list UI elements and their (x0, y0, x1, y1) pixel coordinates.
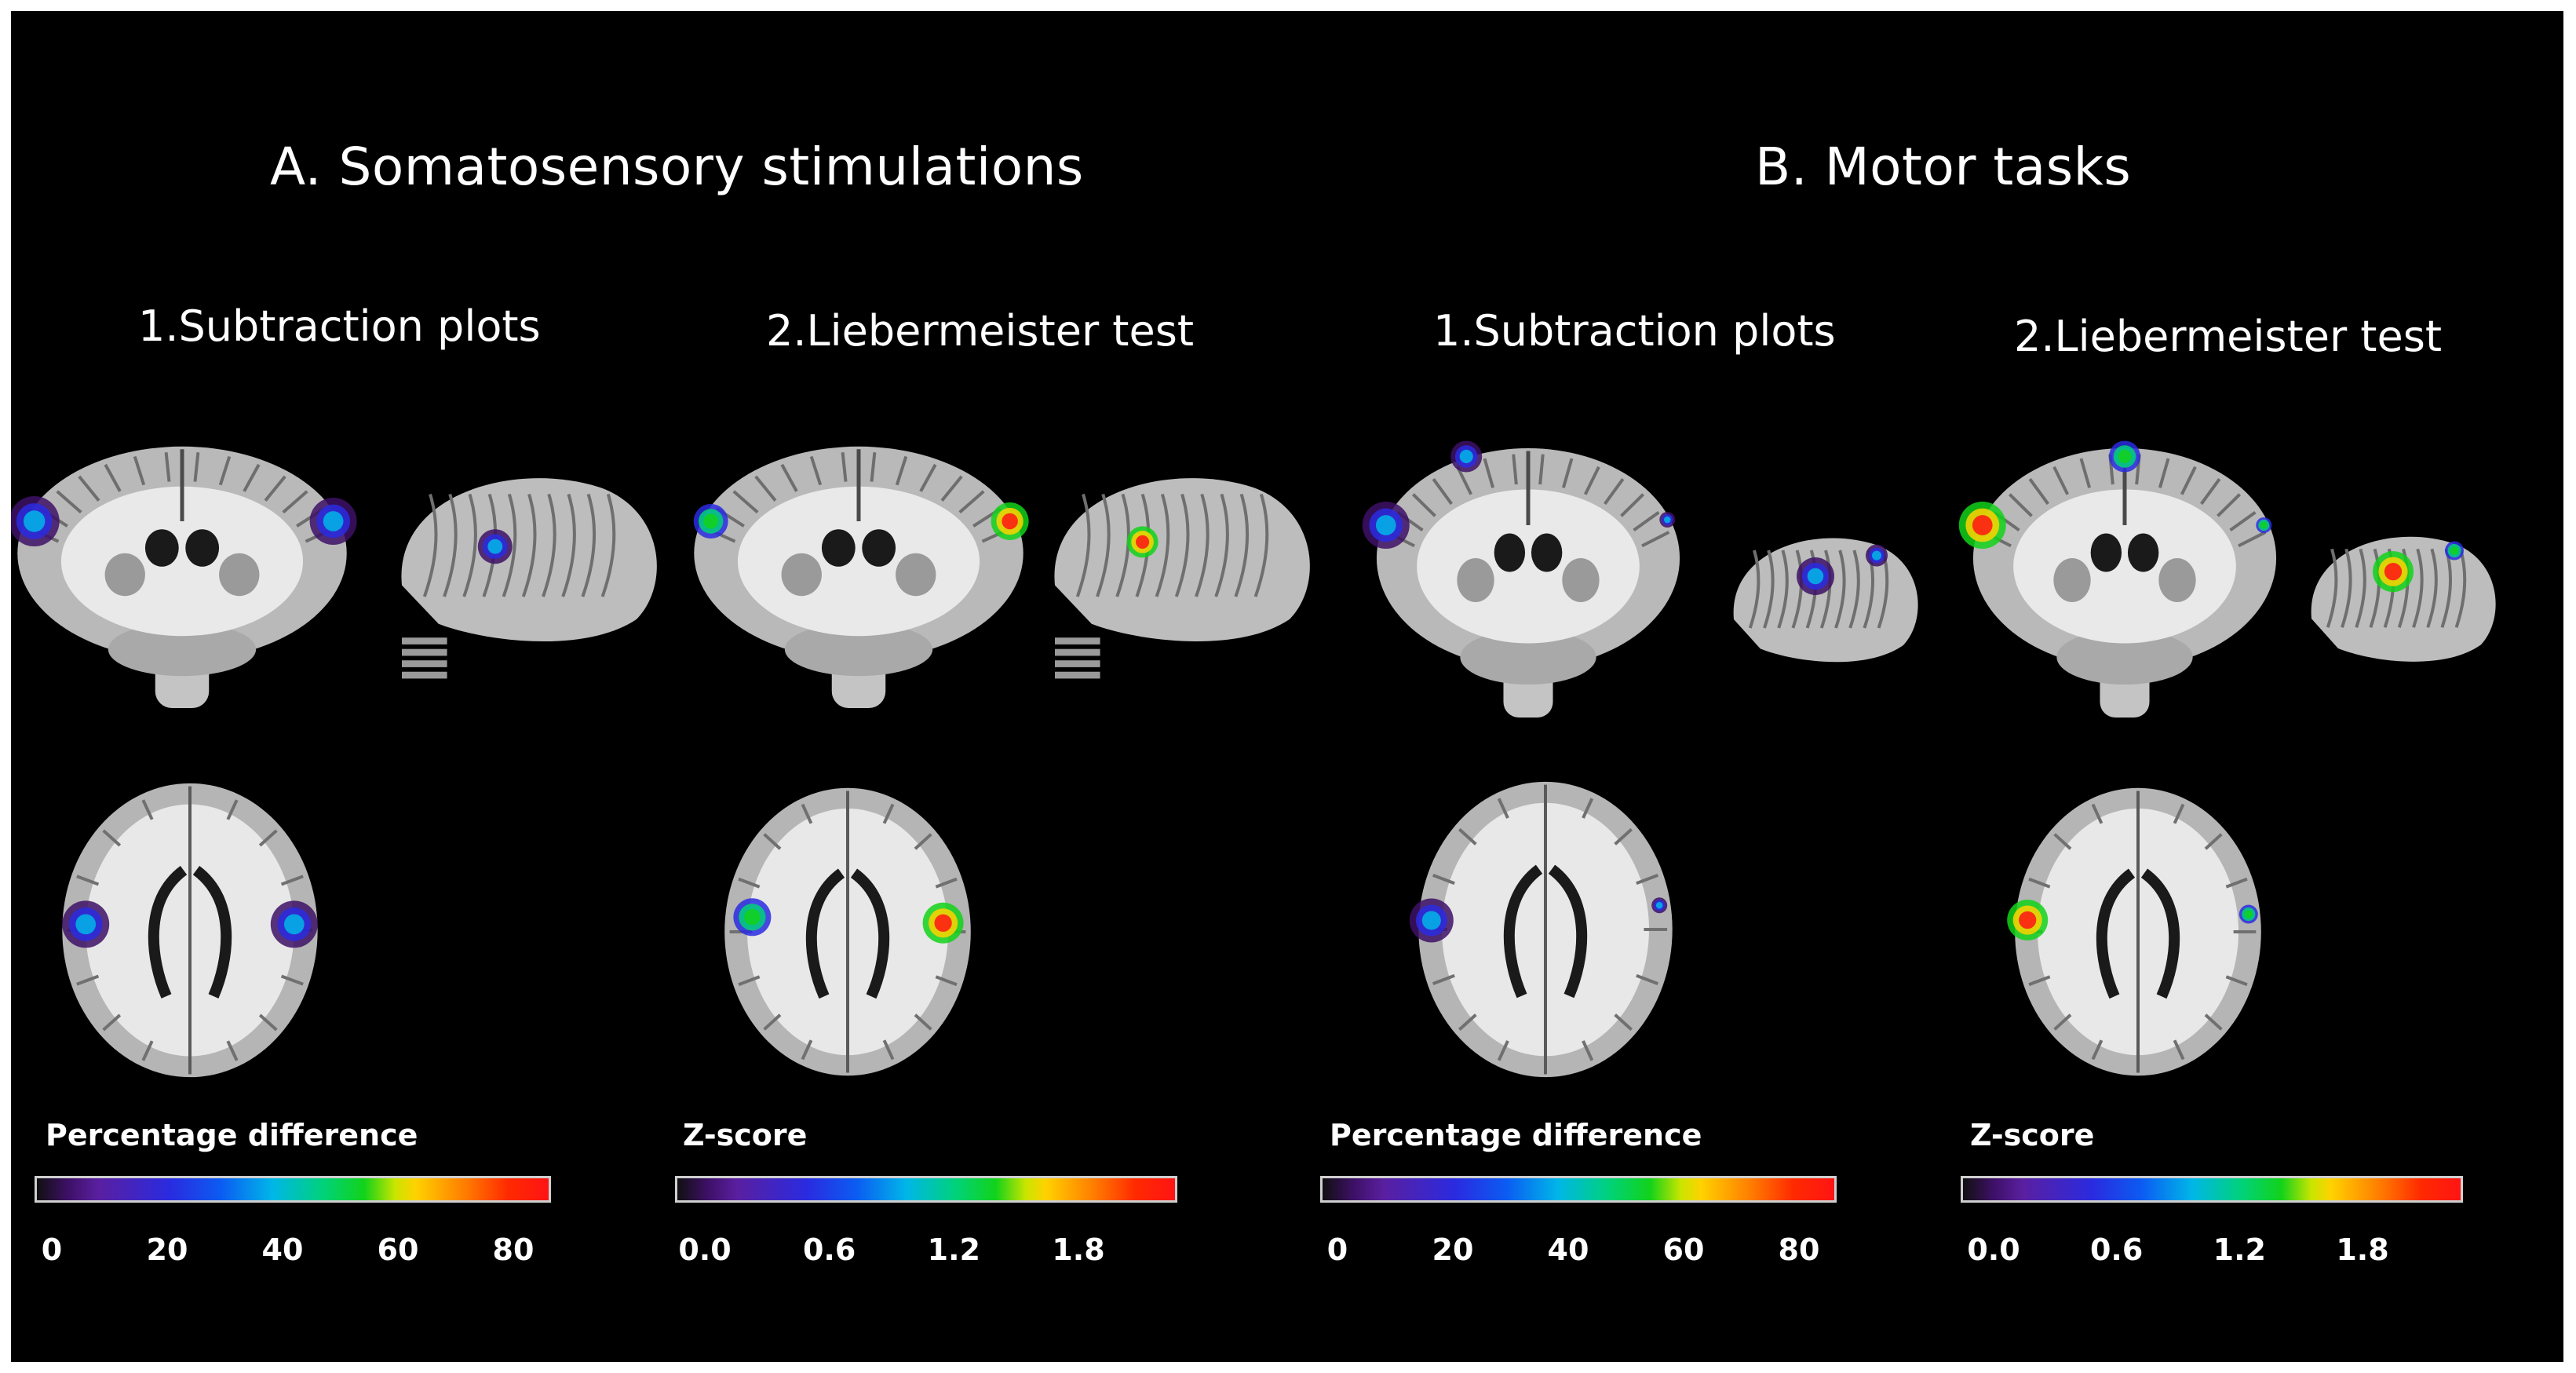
coronal-slice (693, 446, 1029, 708)
activation-blob (934, 914, 952, 932)
coronal-slice (1362, 440, 1680, 718)
colorbar-b1 (1320, 1176, 1837, 1203)
section-title-motor: B. Motor tasks (1755, 137, 2132, 197)
colorbar-tick-label: 20 (1432, 1232, 1474, 1267)
activation-blob (2260, 521, 2268, 529)
panel-title-b2: 2.Liebermeister test (2014, 312, 2443, 361)
colorbar-tick-label: 20 (146, 1232, 188, 1267)
colorbar-tick-label: 40 (261, 1232, 304, 1267)
colorbar-tick-label: 1.2 (2213, 1232, 2266, 1267)
activation-blob (1421, 911, 1441, 930)
axial-slice (1409, 781, 1673, 1078)
activation-blob (1375, 515, 1396, 535)
colorbar-tick-label: 0.6 (802, 1232, 856, 1267)
colorbar-tick-label: 1.8 (1052, 1232, 1105, 1267)
colorbar-a2 (675, 1176, 1177, 1203)
sagittal-slice (1733, 538, 1918, 663)
coronal-slice (1958, 440, 2277, 718)
colorbar-a1 (35, 1176, 551, 1203)
colorbar-tick-label: 0 (41, 1232, 63, 1267)
colorbar-tick-label: 80 (1778, 1232, 1820, 1267)
colorbar-tick-label: 80 (492, 1232, 535, 1267)
sagittal-slice (1054, 478, 1310, 679)
figure-panel: A. Somatosensory stimulations B. Motor t… (11, 11, 2563, 1362)
colorbar-tick-label: 1.8 (2336, 1232, 2389, 1267)
activation-blob (487, 539, 503, 554)
panel-title-a1: 1.Subtraction plots (138, 301, 541, 351)
activation-blob (1664, 516, 1671, 524)
activation-blob (1872, 550, 1881, 561)
panel-title-b1: 1.Subtraction plots (1433, 306, 1836, 356)
axial-slice (2007, 787, 2261, 1076)
activation-blob (1136, 535, 1150, 549)
activation-blob (2384, 563, 2403, 581)
activation-blob (2244, 910, 2253, 918)
activation-blob (2019, 911, 2037, 929)
colorbar-label-b1: Percentage difference (1330, 1118, 1702, 1152)
activation-blob (1002, 513, 1018, 530)
colorbar-label-a1: Percentage difference (46, 1118, 418, 1152)
activation-blob (2450, 546, 2459, 555)
activation-blob (23, 510, 46, 532)
activation-blob (2118, 449, 2132, 464)
colorbar-tick-label: 1.2 (927, 1232, 980, 1267)
colorbar-tick-label: 0 (1326, 1232, 1348, 1267)
activation-blob (1807, 568, 1824, 585)
activation-blob (744, 909, 761, 926)
axial-slice (62, 783, 318, 1078)
sagittal-slice (2311, 536, 2496, 662)
colorbar-tick-label: 60 (1662, 1232, 1705, 1267)
colorbar-label-a2: Z-score (683, 1118, 808, 1152)
activation-blob (1972, 515, 1993, 535)
axial-slice (724, 787, 971, 1076)
coronal-slice (11, 446, 357, 708)
colorbar-tick-label: 60 (377, 1232, 419, 1267)
colorbar-b2 (1961, 1176, 2463, 1203)
activation-blob (75, 914, 97, 935)
colorbar-tick-label: 0.6 (2089, 1232, 2144, 1267)
colorbar-label-b2: Z-score (1970, 1118, 2095, 1152)
sagittal-slice (401, 478, 657, 679)
activation-blob (283, 914, 305, 935)
colorbar-tick-label: 0.0 (1967, 1232, 2020, 1267)
activation-blob (1655, 901, 1663, 909)
activation-blob (323, 511, 344, 531)
colorbar-tick-label: 0.0 (678, 1232, 732, 1267)
colorbar-tick-label: 40 (1547, 1232, 1589, 1267)
panel-title-a2: 2.Liebermeister test (766, 306, 1195, 356)
activation-blob (1459, 449, 1473, 464)
activation-blob (703, 513, 719, 529)
section-title-somatosensory: A. Somatosensory stimulations (270, 137, 1084, 197)
